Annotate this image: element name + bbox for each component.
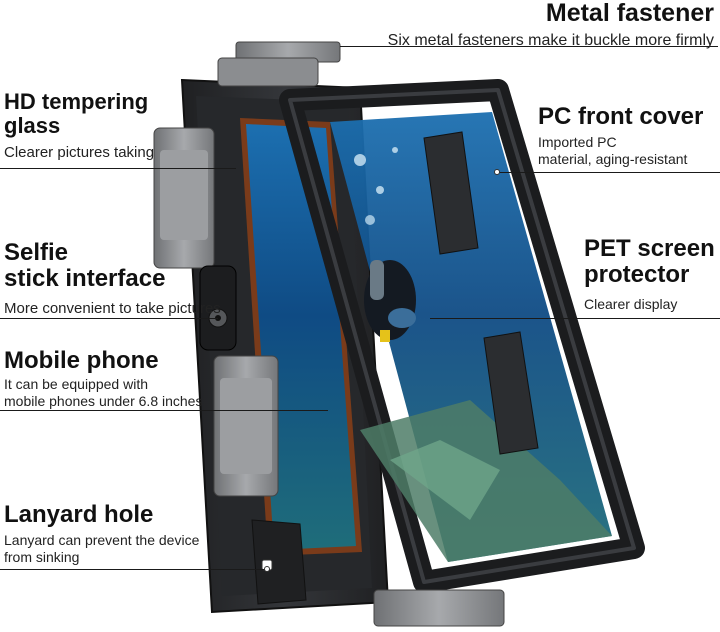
mobile-phone-desc-line1: It can be equipped with [4,375,148,392]
callout-pet: PET screen protector Clearer display [584,236,715,313]
pet-title-line1: PET screen [584,235,715,262]
pc-cover-desc-line2: material, aging-resistant [538,150,688,167]
leader-pc-cover [496,172,720,173]
callout-pc-cover: PC front cover Imported PC material, agi… [538,104,703,168]
pc-front-cover-frame [279,79,645,593]
callout-hd-glass: HD tempering glass Clearer pictures taki… [4,90,154,162]
metal-fastener-desc: Six metal fasteners make it buckle more … [387,32,714,49]
leader-metal-fastener [340,46,718,47]
selfie-title-line1: Selfie [4,239,69,266]
selfie-stick-mount [199,265,237,351]
lanyard-desc-line1: Lanyard can prevent the device [4,531,200,548]
pc-cover-title: PC front cover [538,103,704,130]
callout-lanyard: Lanyard hole Lanyard can prevent the dev… [4,502,199,566]
lanyard-title: Lanyard hole [4,501,154,528]
mobile-phone-desc-line2: mobile phones under 6.8 inches [4,392,203,409]
hd-glass-title-line2: glass [4,112,61,138]
lanyard-hole [251,519,307,605]
selfie-title-line2: stick interface [4,264,166,292]
mobile-phone-title: Mobile phone [4,347,159,374]
pc-cover-desc-line1: Imported PC [538,133,617,150]
metal-fastener-clips [153,41,539,627]
callout-mobile-phone: Mobile phone It can be equipped with mob… [4,348,202,410]
lanyard-desc-line2: from sinking [4,548,80,565]
anchor-dot-lanyard [264,566,270,572]
callout-metal-fastener: Metal fastener Six metal fasteners make … [388,0,714,51]
anchor-dot-pc-cover [494,169,500,175]
leader-lanyard [0,569,268,570]
pet-desc: Clearer display [584,295,678,312]
leader-pet [430,318,720,319]
leader-mobile-phone [0,410,328,411]
callout-selfie: Selfie stick interface More convenient t… [4,240,221,318]
leader-hd-glass [0,168,236,169]
hd-glass-title-line1: HD tempering [4,89,149,114]
pet-title-line2: protector [584,260,690,288]
metal-fastener-title: Metal fastener [545,0,714,27]
selfie-desc: More convenient to take pictures [4,299,221,317]
leader-selfie [0,318,218,319]
hd-glass-desc: Clearer pictures taking [4,143,155,161]
